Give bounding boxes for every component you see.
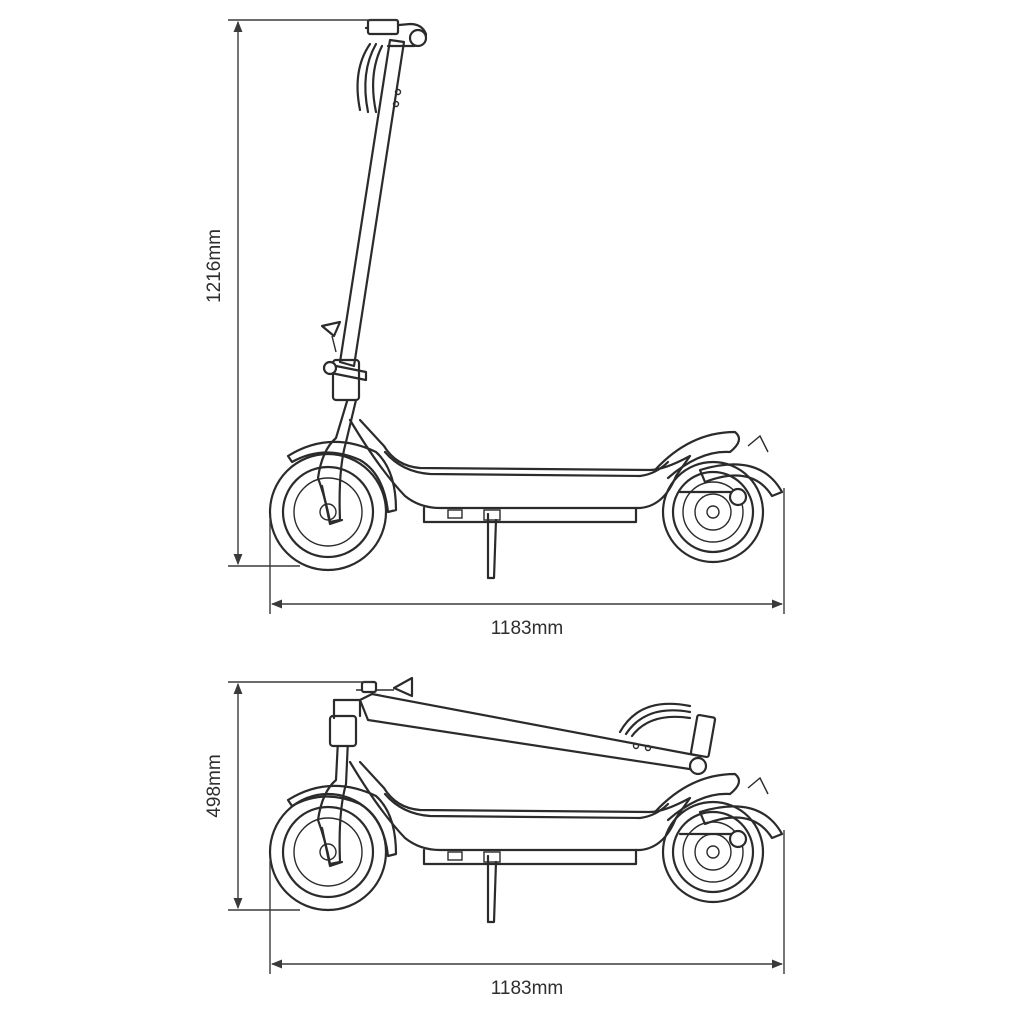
unfolded-length-label: 1183mm (491, 618, 564, 639)
folded-height-dimension: 498mm (204, 681, 372, 911)
rear-wheel-folded (661, 800, 765, 904)
unfolded-length-dimension: 1183mm (269, 488, 785, 639)
front-wheel-folded (268, 792, 388, 912)
folded-length-label: 1183mm (491, 978, 564, 999)
unfolded-height-label: 1216mm (204, 229, 225, 303)
front-wheel-unfolded (268, 452, 388, 572)
unfolded-scooter-drawing (268, 18, 784, 580)
folded-length-dimension: 1183mm (269, 830, 785, 999)
folded-scooter-drawing (268, 676, 784, 924)
folded-height-label: 498mm (204, 754, 225, 817)
rear-wheel-unfolded (661, 460, 765, 564)
unfolded-height-dimension: 1216mm (204, 19, 398, 567)
